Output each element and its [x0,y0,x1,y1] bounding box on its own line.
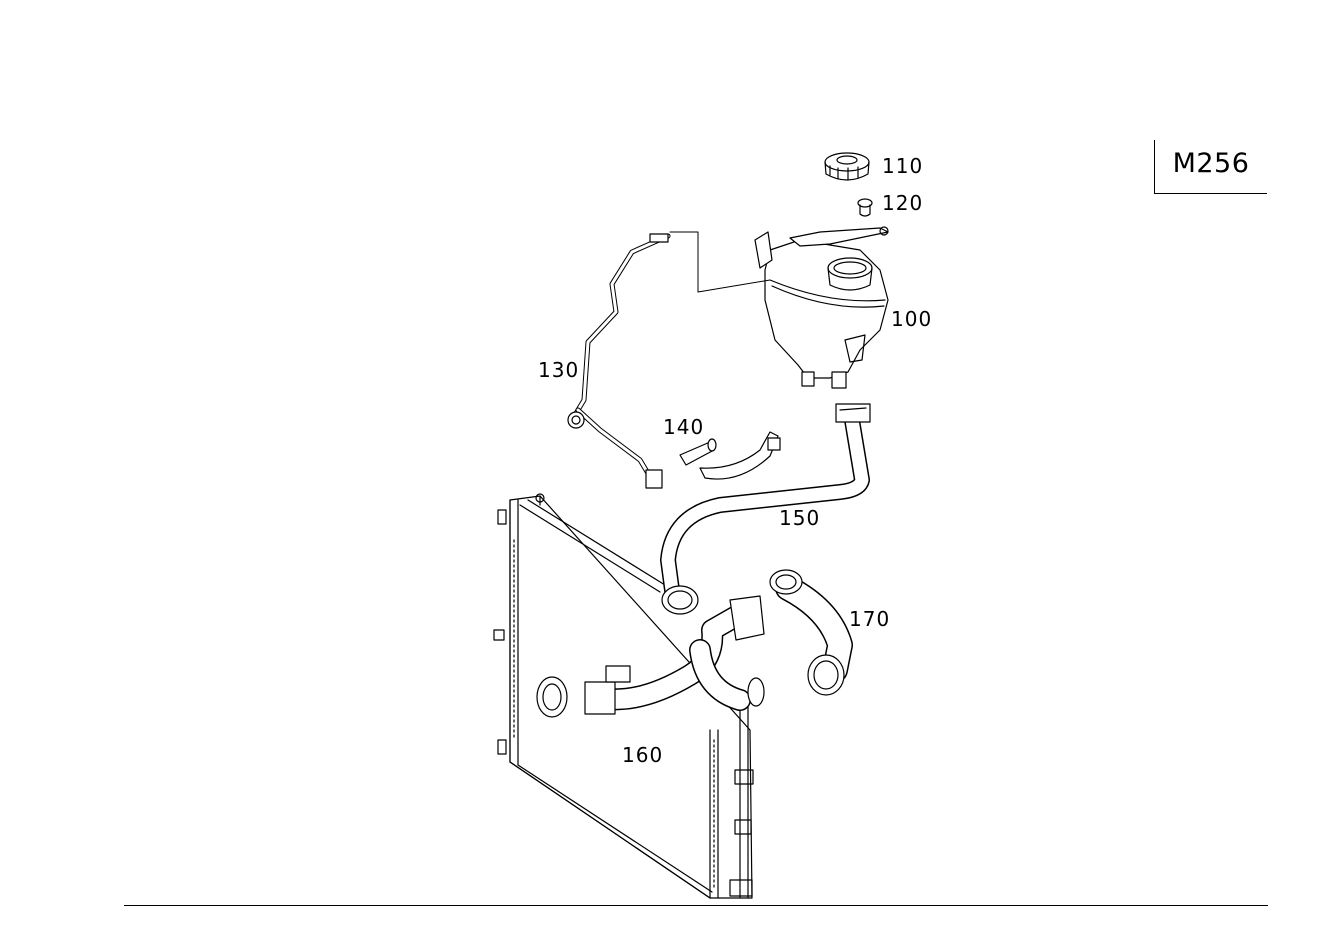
expansion-tank [754,226,889,389]
callout-170: 170 [849,607,891,631]
callout-130: 130 [538,358,580,382]
callout-150: 150 [779,506,821,530]
bypass-hose [769,569,853,696]
callout-100: 100 [891,307,933,331]
engine-code-box: M256 [1154,140,1267,194]
bottom-rule [124,905,1268,906]
callout-110: 110 [882,154,924,178]
engine-code: M256 [1172,148,1250,179]
callout-160: 160 [622,743,664,767]
lower-radiator-hose [536,595,765,718]
callout-140: 140 [663,415,705,439]
filler-cap [824,152,870,181]
connector-piece [679,431,781,480]
upper-radiator-hose [660,403,871,615]
callout-120: 120 [882,191,924,215]
vent-hose [567,231,771,489]
screw [857,198,873,217]
